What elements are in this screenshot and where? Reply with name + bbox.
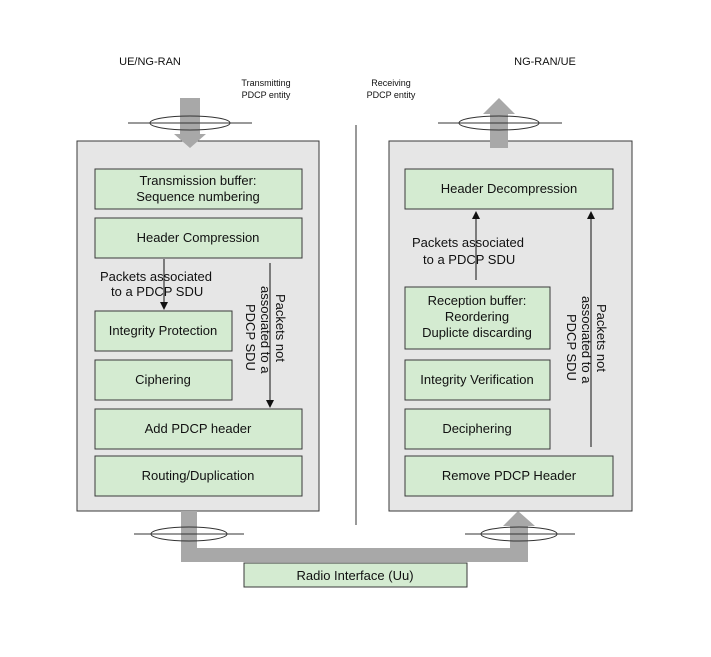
tx-not-assoc-note-line2: associated to a [258,286,273,374]
tx-transmission-buffer-label-line1: Transmission buffer: [139,173,256,188]
tx-ciphering-block [94,359,233,401]
rx-remove-header-block [404,455,614,497]
tx-not-assoc-note-line1: Packets not [273,294,288,362]
tx-add-header-label: Add PDCP header [145,421,252,436]
rx-deciphering-label: Deciphering [442,421,511,436]
tx-integrity-protection-block [94,310,233,352]
rx-not-assoc-note: Packets not associated to a PDCP SDU [564,296,609,384]
rx-reception-buffer-block [404,286,551,350]
receiving-entity-label-line2: PDCP entity [367,90,416,100]
rx-reception-buffer-label-line3: Duplicte discarding [422,325,532,340]
rx-bottom-sap [480,526,558,542]
rx-integrity-verification-label: Integrity Verification [420,372,533,387]
radio-interface-label: Radio Interface (Uu) [296,568,413,583]
rx-deciphering-block [404,408,551,450]
tx-not-assoc-note-line3: PDCP SDU [243,304,258,371]
tx-assoc-note-line2: to a PDCP SDU [111,284,203,299]
tx-integrity-protection-label: Integrity Protection [109,323,217,338]
radio-path-arrow [181,511,535,562]
rx-header-decompression-block [404,168,614,210]
rx-integrity-verification-block [404,359,551,401]
tx-not-assoc-note: Packets not associated to a PDCP SDU [243,286,288,374]
rx-top-sap [458,115,540,131]
tx-bottom-sap [150,526,228,542]
left-side-label: UE/NG-RAN [119,56,181,68]
tx-add-header-block [94,408,303,450]
rx-not-assoc-note-line1: Packets not [594,304,609,372]
rx-assoc-note-line2: to a PDCP SDU [423,252,515,267]
rx-header-decompression-label: Header Decompression [441,181,578,196]
tx-routing-block [94,455,303,497]
radio-interface-block [243,562,468,588]
tx-ciphering-label: Ciphering [135,372,191,387]
tx-header-compression-label: Header Compression [137,230,260,245]
receiving-entity-label-line1: Receiving [371,78,411,88]
transmitting-entity-label-line1: Transmitting [241,78,290,88]
tx-header-compression-block [94,217,303,259]
rx-not-assoc-note-line2: associated to a [579,296,594,384]
rx-reception-buffer-label-line2: Reordering [445,309,509,324]
tx-transmission-buffer-label-line2: Sequence numbering [136,189,260,204]
transmitting-entity-label-line2: PDCP entity [242,90,291,100]
rx-remove-header-label: Remove PDCP Header [442,468,577,483]
rx-reception-buffer-label-line1: Reception buffer: [428,293,527,308]
tx-top-sap [149,115,231,131]
tx-routing-label: Routing/Duplication [142,468,255,483]
rx-not-assoc-note-line3: PDCP SDU [564,314,579,381]
right-side-label: NG-RAN/UE [514,56,576,68]
tx-assoc-note-line1: Packets associated [100,269,212,284]
tx-transmission-buffer-block [94,168,303,210]
rx-assoc-note-line1: Packets associated [412,235,524,250]
